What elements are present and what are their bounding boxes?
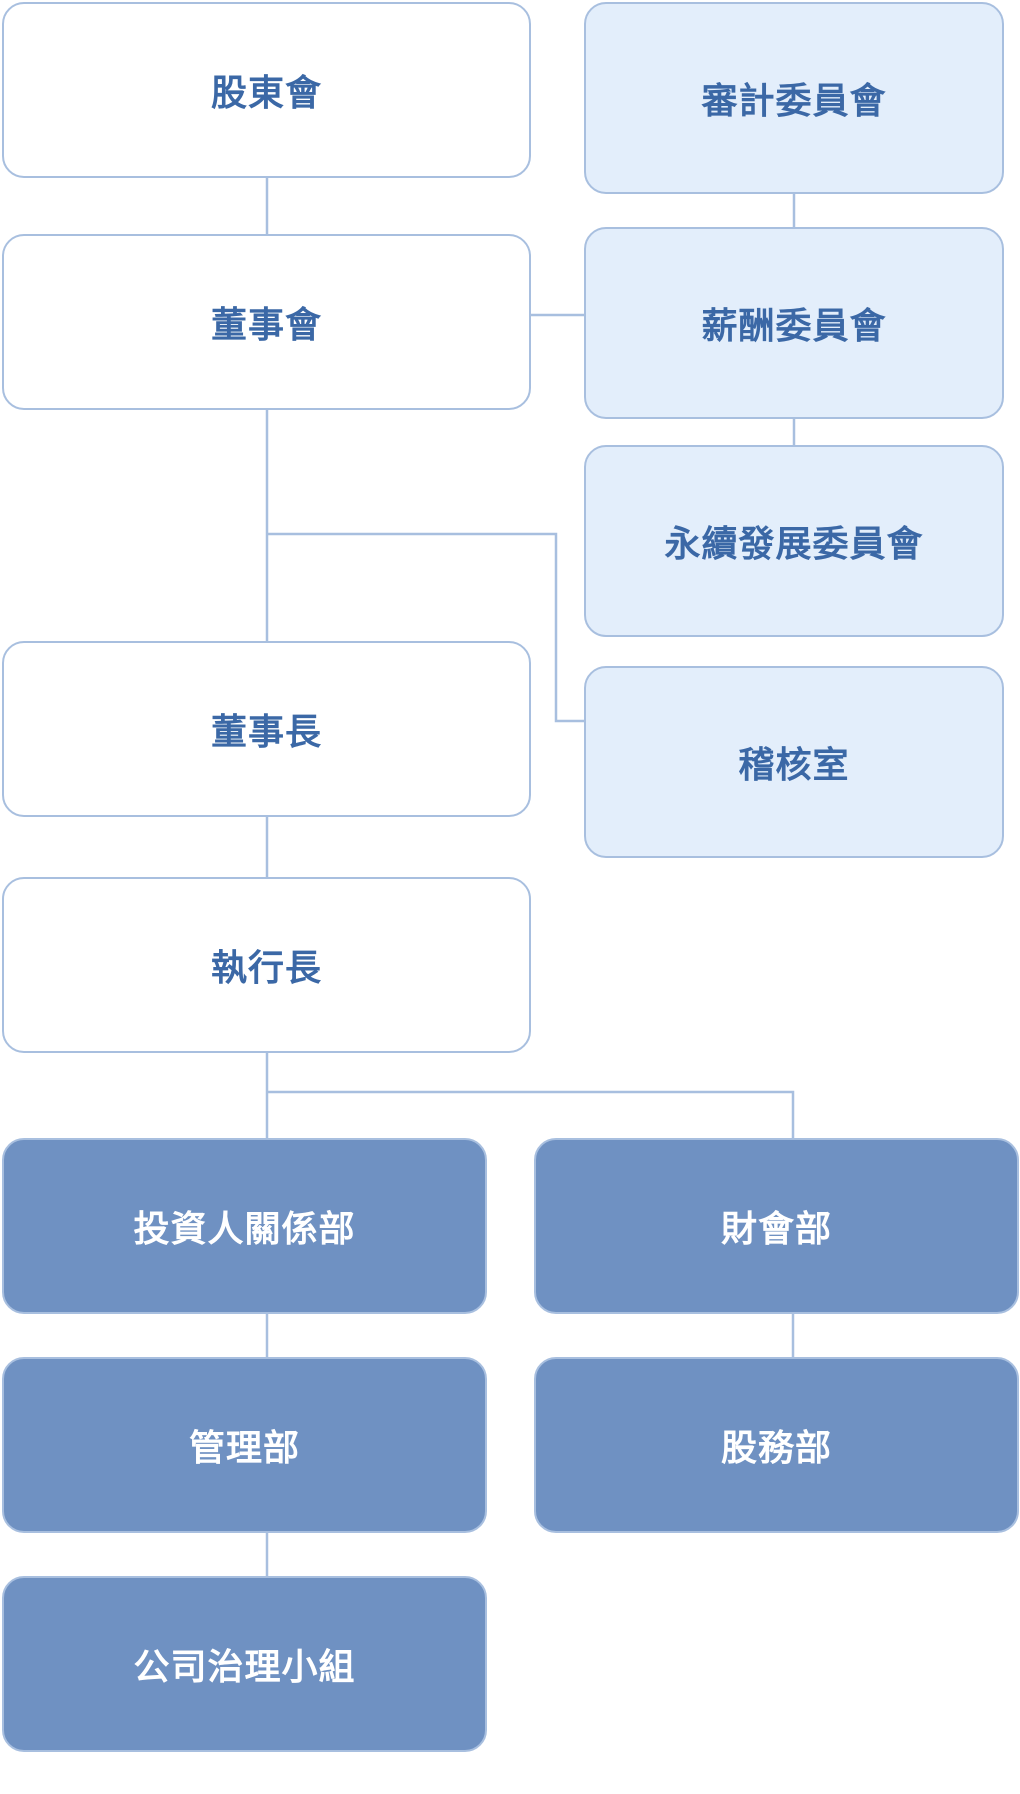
node-audit-committee: 審計委員會 <box>584 2 1004 194</box>
node-investor-relations: 投資人關係部 <box>2 1138 487 1314</box>
node-chairman: 董事長 <box>2 641 531 817</box>
line-ceo-finance <box>267 1090 795 1138</box>
node-ceo: 執行長 <box>2 877 531 1053</box>
node-board: 董事會 <box>2 234 531 410</box>
node-finance-accounting: 財會部 <box>534 1138 1019 1314</box>
node-internal-audit: 稽核室 <box>584 666 1004 858</box>
line-board-internal-audit <box>267 532 584 723</box>
node-corporate-governance: 公司治理小組 <box>2 1576 487 1752</box>
node-administration: 管理部 <box>2 1357 487 1533</box>
node-compensation-committee: 薪酬委員會 <box>584 227 1004 419</box>
node-sustainability-committee: 永續發展委員會 <box>584 445 1004 637</box>
node-stock-affairs: 股務部 <box>534 1357 1019 1533</box>
node-shareholders: 股東會 <box>2 2 531 178</box>
